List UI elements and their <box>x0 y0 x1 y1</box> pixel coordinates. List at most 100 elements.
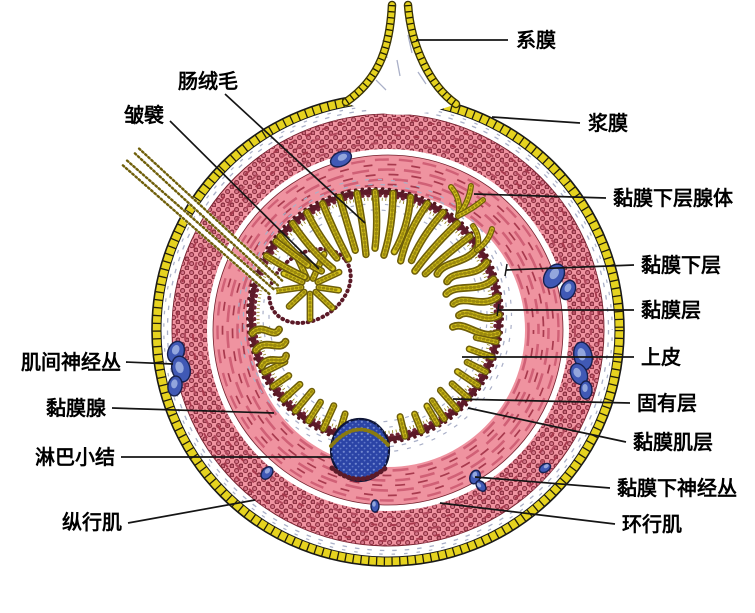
mesentery-right-membrane <box>404 4 458 107</box>
ganglion-cell-nucleus <box>543 464 549 469</box>
longitudinal-muscle-streaks <box>184 126 592 534</box>
gland-stub <box>321 404 336 431</box>
leader-line-plica <box>169 120 320 270</box>
ganglion-cell-cluster <box>559 279 577 301</box>
plica-villus <box>282 272 304 284</box>
gland-stub <box>425 404 439 425</box>
circular-muscle-fibers <box>231 173 545 487</box>
gland-stub <box>450 382 470 400</box>
villus <box>250 327 281 335</box>
leader-line-longitudinal-muscle <box>127 499 256 524</box>
flap-strip-epithelium-edge <box>133 152 280 287</box>
ganglion-cell-nucleus <box>171 379 178 389</box>
label-submucosal-nerve-plexus: 黏膜下神经丛 <box>617 476 737 500</box>
circular-muscle-fibers <box>226 168 550 492</box>
leader-line-submucosal-nerve-plexus <box>474 476 611 489</box>
leader-lines <box>111 39 635 525</box>
longitudinal-muscle-streaks <box>200 142 576 518</box>
mesentery-left-membrane <box>341 0 397 107</box>
ganglion-cell-cluster <box>167 375 183 397</box>
label-lymph-nodule: 淋巴小结 <box>35 445 115 469</box>
villus <box>254 340 288 352</box>
ganglion-cell-nucleus <box>372 501 376 507</box>
submucosal-gland-tuft <box>456 198 485 218</box>
ganglion-cell-nucleus <box>171 344 180 355</box>
gland-stub <box>398 415 407 438</box>
plica-villus <box>287 290 306 308</box>
gland-stub <box>271 374 291 388</box>
ganglion-cell-cluster <box>170 355 192 383</box>
submucosal-gland-tufts <box>448 183 495 253</box>
flap-strip <box>120 158 277 297</box>
maroon-arc-under-nodule <box>329 463 391 482</box>
leader-line-submucosa <box>505 264 635 271</box>
label-intestinal-villi: 肠绒毛 <box>178 69 238 93</box>
label-mucosal-glands: 黏膜腺 <box>46 396 107 420</box>
label-muscularis-mucosae: 黏膜肌层 <box>633 430 713 454</box>
ganglion-cell-nucleus <box>337 153 348 161</box>
villus <box>382 191 395 257</box>
serosa-cell-ticks <box>152 94 624 566</box>
gland-stub <box>307 400 322 423</box>
leader-line-lamina-propria <box>452 398 631 404</box>
label-plica: 皱襞 <box>123 103 164 127</box>
leader-line-intestinal-villi <box>224 93 366 224</box>
submucosal-gland-tuft <box>449 185 461 218</box>
subserosa-dash-texture <box>163 105 613 555</box>
flap-strip-core <box>132 146 285 288</box>
ganglion-cell-cluster <box>569 362 589 386</box>
gland-stub <box>293 389 314 413</box>
villus <box>392 195 413 254</box>
label-epithelium: 上皮 <box>641 345 681 369</box>
villus <box>305 210 339 260</box>
label-submucosal-glands: 黏膜下层腺体 <box>613 186 734 210</box>
gland-stub <box>430 399 446 421</box>
leader-tick-submucosa <box>504 263 508 277</box>
villus <box>337 195 357 252</box>
circular-muscle-fibers <box>241 183 535 477</box>
label-myenteric-nerve-plexus: 肌间神经丛 <box>21 350 121 374</box>
plica-villus <box>314 290 334 310</box>
submucosa-dash-texture <box>237 178 513 454</box>
flap-strip <box>132 146 285 288</box>
villus <box>265 254 306 279</box>
villus <box>413 221 459 273</box>
mucosa-region <box>237 178 513 483</box>
label-serosa: 浆膜 <box>587 111 628 135</box>
leader-line-muscularis-mucosae <box>467 407 627 443</box>
label-longitudinal-muscle: 纵行肌 <box>62 510 122 534</box>
submucosal-gland-tuft <box>456 184 473 218</box>
leader-line-myenteric-nerve-plexus <box>125 361 174 365</box>
villus <box>274 239 310 267</box>
leader-line-serosa <box>491 116 581 124</box>
villus <box>444 277 496 296</box>
gland-stub <box>263 360 287 374</box>
ganglion-cell-nucleus <box>582 383 588 393</box>
flap-strip-epithelium-edge <box>125 159 276 291</box>
labels: 系膜 浆膜 黏膜下层腺体 黏膜下层 黏膜层 上皮 固有层 黏膜肌层 黏膜下神经丛… <box>21 28 737 536</box>
villus <box>321 202 350 261</box>
circular-muscle-fibers <box>216 158 560 502</box>
leader-line-mucosal-glands <box>111 407 275 414</box>
mesentery-left-membrane <box>344 4 396 105</box>
villus <box>260 354 288 368</box>
ganglion-cell-cluster <box>579 380 593 400</box>
villus <box>399 202 429 263</box>
mesentery-right-membrane <box>403 0 461 109</box>
flap-strip-core <box>120 158 277 297</box>
villus <box>410 210 445 262</box>
label-circular-muscle: 环行肌 <box>622 512 682 536</box>
gland-stub <box>456 370 480 387</box>
lymph-nodule-shape <box>329 417 391 483</box>
ganglion-cell-nucleus <box>476 482 482 488</box>
villi-and-glands <box>248 188 503 440</box>
villus <box>355 191 368 256</box>
ganglion-cell-nucleus <box>564 283 572 293</box>
gland-stub <box>467 347 494 359</box>
cut-plica-flap <box>120 146 285 297</box>
ganglion-cell-nucleus <box>175 361 184 374</box>
submucosal-gland-tuft <box>475 227 494 252</box>
villus <box>445 260 489 284</box>
nerve-ganglia <box>166 150 593 513</box>
